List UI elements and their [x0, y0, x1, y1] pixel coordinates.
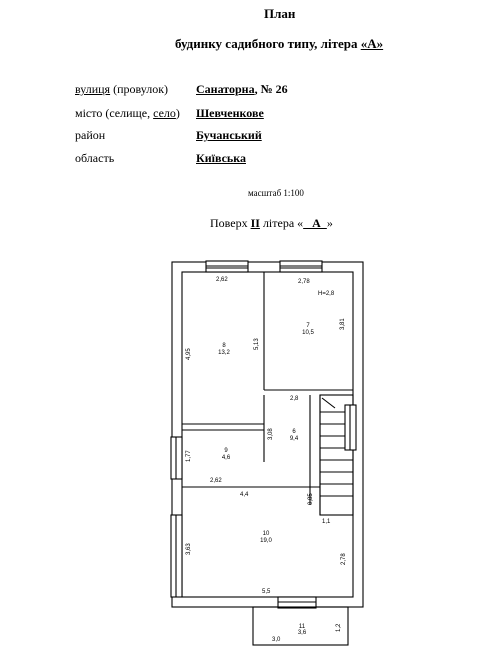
- dim-label: 2,78: [341, 553, 347, 565]
- region-value: Київська: [196, 151, 246, 165]
- district-value: Бучанський: [196, 128, 262, 142]
- street-value: Санаторна, № 26: [196, 82, 288, 97]
- floor-prefix: Поверх: [210, 216, 251, 230]
- room-area: 13,2: [218, 350, 230, 356]
- floor-label: Поверх II літера « А »: [210, 216, 333, 231]
- room-number: 6: [292, 429, 296, 435]
- dim-label: 3,81: [340, 318, 346, 330]
- room-area: 4,6: [222, 455, 231, 461]
- floor-number: II: [250, 216, 260, 230]
- dim-label: 2,62: [216, 277, 228, 283]
- city-label-underlined: село: [153, 106, 176, 120]
- floor-mid: літера «: [259, 216, 304, 230]
- room-area: 9,4: [290, 436, 299, 442]
- dim-label: 1,2: [336, 623, 342, 632]
- city-label: місто (селище, село): [75, 106, 180, 121]
- dim-label: 4,4: [240, 492, 249, 498]
- street-label-underlined: вулиця: [75, 82, 111, 96]
- floor-letter: А: [303, 216, 327, 230]
- dim-label: 1,77: [186, 450, 192, 462]
- street-number: , № 26: [254, 82, 288, 96]
- dim-label: 0,85: [308, 493, 314, 505]
- dim-label: 5,13: [254, 338, 260, 350]
- dim-label: 4,95: [186, 348, 192, 360]
- dim-label: 3,0: [272, 637, 281, 643]
- floor-suffix: »: [326, 216, 333, 230]
- room-area: 10,5: [302, 330, 314, 336]
- room-number: 9: [224, 448, 228, 454]
- city-label-b: ): [175, 106, 180, 120]
- subtitle-text: будинку садибного типу, літера: [175, 36, 361, 51]
- dim-label: 5,5: [262, 589, 271, 595]
- room-number: 8: [222, 343, 226, 349]
- room-number: 10: [263, 531, 270, 537]
- room-area: 19,0: [260, 538, 272, 544]
- plan-title: План: [264, 6, 296, 21]
- scale-label: масштаб 1:100: [248, 188, 304, 198]
- district-label: район: [75, 128, 106, 142]
- room-number: 7: [306, 323, 310, 329]
- street-name: Санаторна: [196, 82, 255, 96]
- region-label: область: [75, 151, 115, 165]
- subtitle-letter: «А»: [360, 36, 384, 51]
- plan-subtitle: будинку садибного типу, літера «А»: [175, 36, 383, 52]
- room-area: 3,6: [298, 630, 307, 636]
- room-number: 11: [299, 624, 306, 630]
- dim-label: 2,78: [298, 279, 310, 285]
- street-label-rest: (провулок): [110, 82, 169, 96]
- city-value: Шевченкове: [196, 106, 264, 120]
- dim-label: 2,8: [290, 396, 299, 402]
- city-label-a: місто (селище,: [75, 106, 154, 120]
- dim-label: 3,63: [186, 543, 192, 555]
- street-label: вулиця (провулок): [75, 82, 168, 97]
- dim-label: 2,62: [210, 478, 222, 484]
- dim-label: 3,08: [268, 428, 274, 440]
- dim-label: 1,1: [322, 519, 331, 525]
- dim-label: H=2,8: [318, 291, 335, 297]
